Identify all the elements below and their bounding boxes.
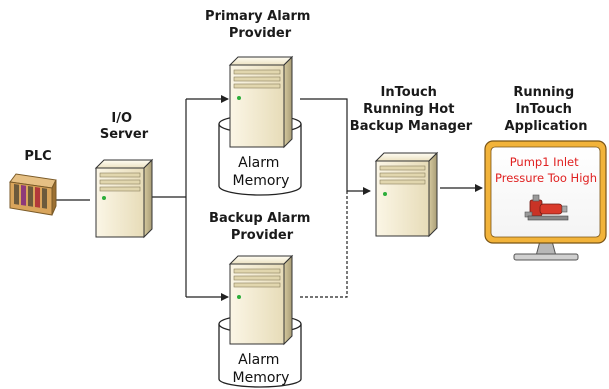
- primary-server-icon: [228, 55, 294, 149]
- backup-server-icon: [228, 254, 294, 346]
- plc-rack-icon: [9, 173, 57, 216]
- primary-to-manager-line: [300, 98, 371, 195]
- hot-backup-manager-server-icon: [374, 151, 439, 238]
- backup-provider-label: Backup Alarm Provider: [209, 211, 315, 243]
- application-monitor-icon: [484, 140, 607, 261]
- plc-label: PLC: [24, 149, 51, 164]
- pump-icon: [524, 194, 569, 221]
- application-label: Running InTouch Application: [505, 85, 588, 134]
- backup-to-manager-dashed-line: [300, 191, 348, 298]
- primary-provider-label: Primary Alarm Provider: [205, 9, 315, 41]
- io-server-icon: [94, 158, 154, 239]
- primary-alarm-memory-label: Alarm Memory: [233, 155, 290, 189]
- connections: [56, 95, 483, 301]
- hot-backup-manager-label: InTouch Running Hot Backup Manager: [350, 85, 473, 134]
- backup-alarm-memory-label: Alarm Memory: [233, 352, 290, 386]
- alarm-message-text: Pump1 Inlet Pressure Too High: [495, 155, 597, 185]
- io-server-label: I/O Server: [100, 111, 149, 142]
